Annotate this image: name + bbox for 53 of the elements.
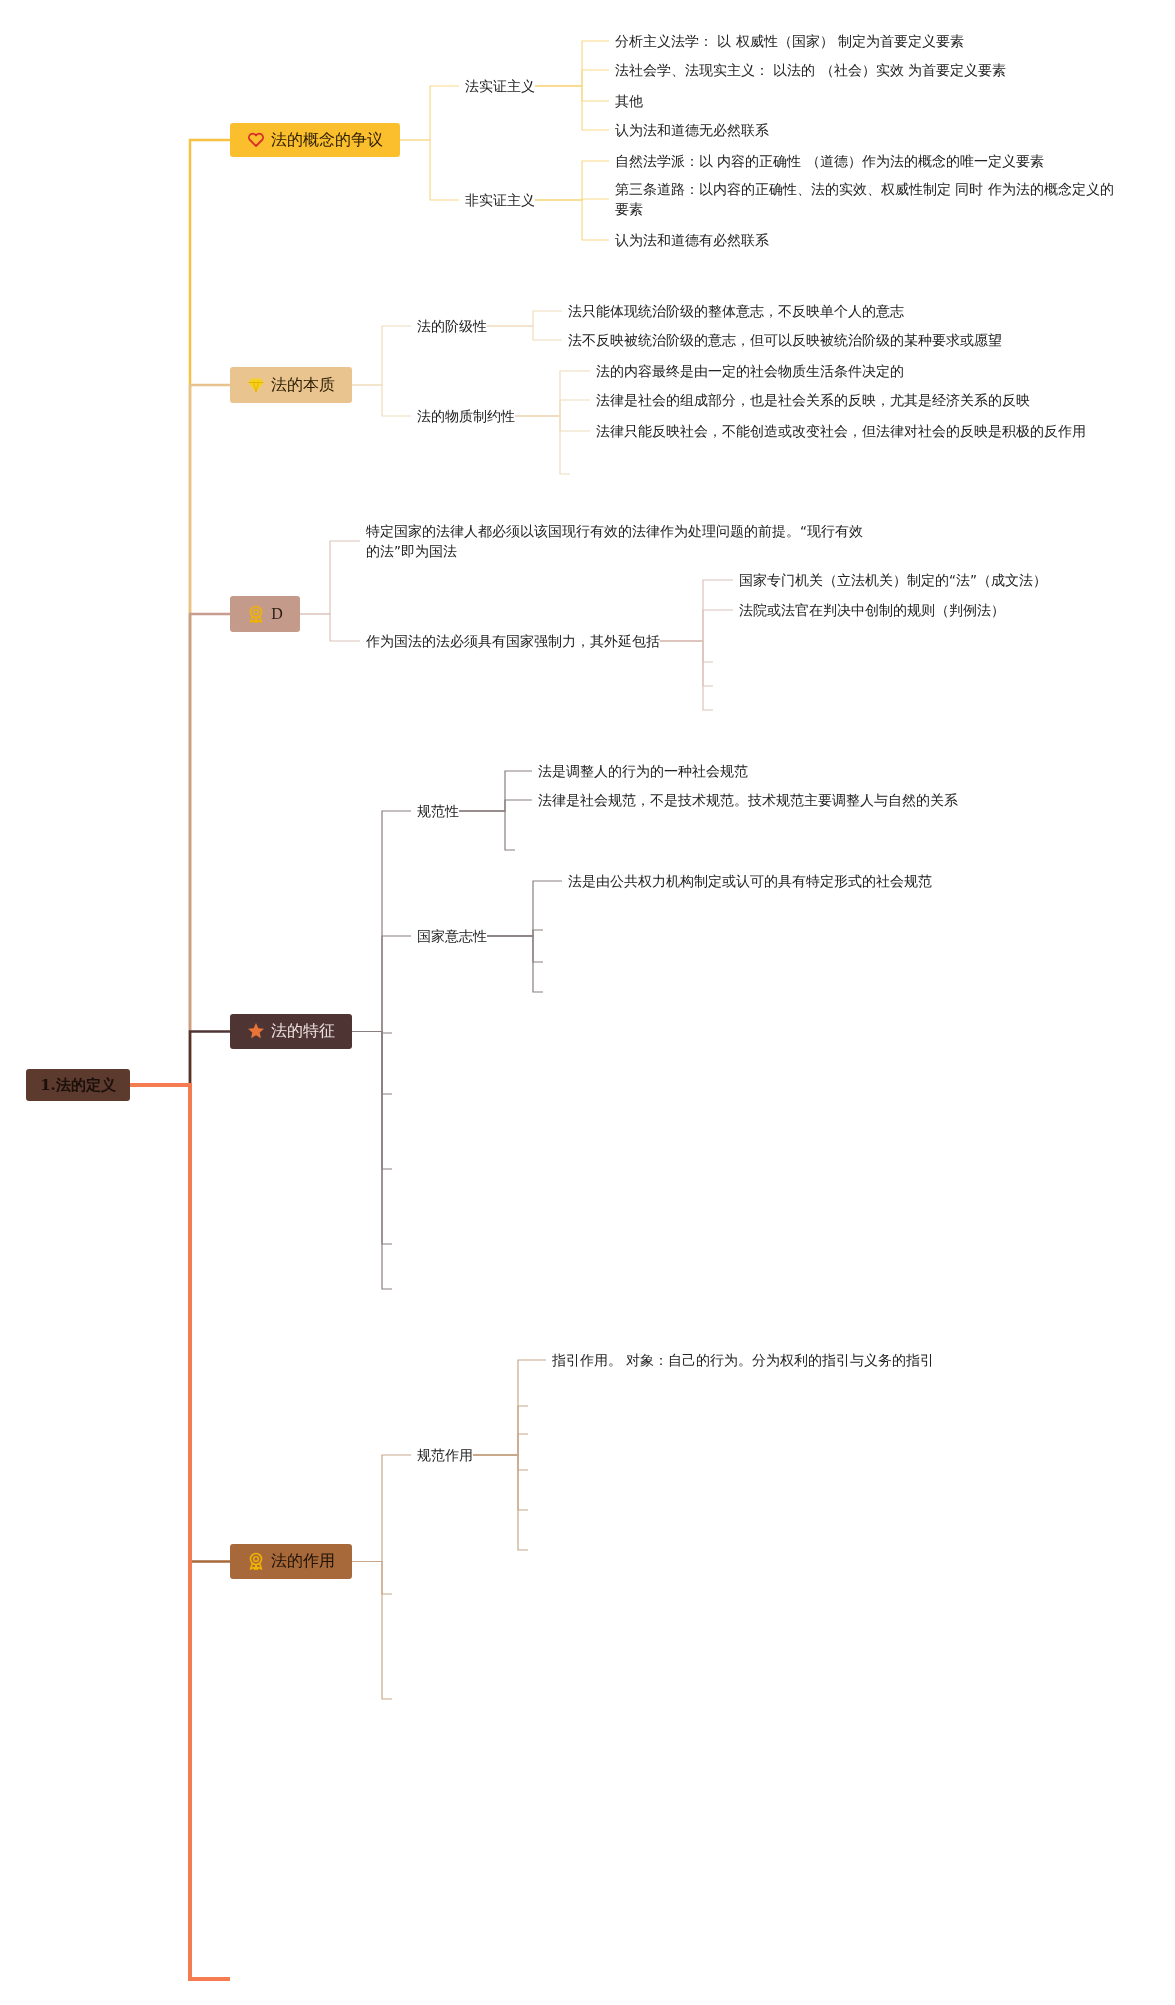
topic-box: [230, 1543, 352, 1579]
branch-text: 作为国法的法必须具有国家强制力，其外延包括: [366, 631, 660, 651]
topic-label: 法的概念的争议: [271, 129, 383, 151]
branch-text: 法院或法官在判决中创制的规则（判例法）: [739, 600, 1005, 620]
topic-box: [230, 596, 300, 632]
branch-text: 法只能体现统治阶级的整体意志，不反映单个人的意志: [568, 301, 904, 321]
root-topic-box: [26, 1069, 130, 1101]
branch-line: [534, 199, 610, 241]
topic-label: 法的特征: [271, 1020, 335, 1042]
branch-text: 法不反映被统治阶级的意志，但可以反映被统治阶级的某种要求或愿望: [568, 330, 1002, 350]
topic-box: [230, 367, 352, 403]
branch-line: [130, 1083, 230, 1981]
branch-text: 法的物质制约性: [417, 406, 515, 426]
branch-text: 法律是社会规范，不是技术规范。技术规范主要调整人与自然的关系: [538, 790, 958, 810]
branch-text: 其他: [615, 91, 643, 111]
branch-line: [299, 613, 361, 642]
branch-text: 第三条道路：以内容的正确性、法的实效、权威性制定 同时 作为法的概念定义的要素: [615, 179, 1115, 219]
branch-line: [351, 1030, 393, 1290]
topic-label: 1.法的定义: [40, 1075, 116, 1095]
branch-text: 非实证主义: [465, 190, 535, 210]
branch-text: 规范作用: [417, 1445, 473, 1465]
branch-line: [351, 1560, 393, 1700]
branch-text: 规范性: [417, 801, 459, 821]
branch-line: [458, 810, 516, 851]
branch-text: 法是由公共权力机构制定或认可的具有特定形式的社会规范: [568, 871, 932, 891]
branch-text: 指引作用。 对象：自己的行为。分为权利的指引与义务的指引: [552, 1350, 935, 1370]
branch-text: 法的阶级性: [417, 316, 487, 336]
branch-text: 认为法和道德无必然联系: [615, 120, 769, 140]
topic-box: [230, 123, 400, 157]
branch-text: 自然法学派：以 内容的正确性 （道德）作为法的概念的唯一定义要素: [615, 151, 1044, 171]
branch-text: 法社会学、法现实主义： 以法的 （社会）实效 为首要定义要素: [615, 60, 1006, 80]
branch-line: [399, 139, 460, 201]
branch-text: 国家意志性: [417, 926, 487, 946]
branch-text: 认为法和道德有必然联系: [615, 230, 769, 250]
topic-label: 法的作用: [271, 1550, 335, 1572]
branch-line: [486, 325, 563, 341]
branch-line: [351, 384, 412, 417]
topic-label: D: [271, 605, 283, 623]
branch-text: 法律只能反映社会，不能创造或改变社会，但法律对社会的反映是积极的反作用: [596, 421, 1086, 441]
branch-text: 法实证主义: [465, 76, 535, 96]
topic-label: 法的本质: [271, 374, 335, 396]
branch-line: [486, 935, 544, 993]
branch-line: [534, 85, 610, 131]
branch-line: [472, 1454, 529, 1551]
branch-text: 国家专门机关（立法机关）制定的“法”（成文法）: [739, 570, 1047, 590]
branch-text: 法的内容最终是由一定的社会物质生活条件决定的: [596, 361, 904, 381]
branch-line: [514, 415, 571, 475]
branch-text: 分析主义法学： 以 权威性（国家） 制定为首要定义要素: [615, 31, 964, 51]
branch-line: [659, 640, 714, 711]
branch-text: 法律是社会的组成部分，也是社会关系的反映，尤其是经济关系的反映: [596, 390, 1030, 410]
branch-text: 法是调整人的行为的一种社会规范: [538, 761, 748, 781]
branch-text: 特定国家的法律人都必须以该国现行有效的法律作为处理问题的前提。“现行有效的法”即为国法: [366, 521, 866, 561]
topic-box: [230, 1013, 352, 1049]
